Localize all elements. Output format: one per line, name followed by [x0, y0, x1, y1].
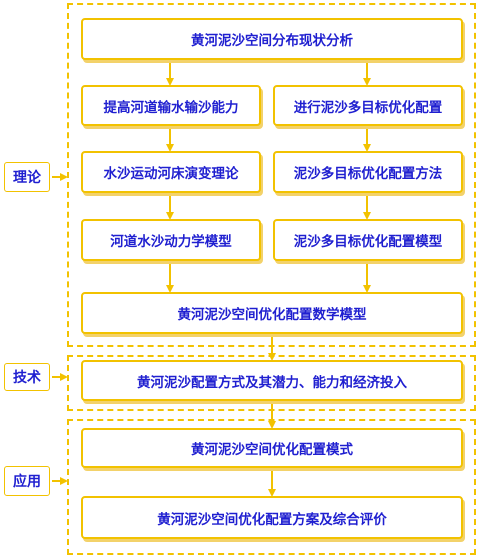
node-multi-objective-allocation: 进行泥沙多目标优化配置	[273, 85, 463, 126]
node-allocation-model: 泥沙多目标优化配置模型	[273, 219, 463, 261]
node-math-model: 黄河泥沙空间优化配置数学模型	[81, 292, 463, 334]
application-label: 应用	[4, 466, 50, 496]
theory-label: 理论	[4, 162, 50, 192]
node-dynamics-model: 河道水沙动力学模型	[81, 219, 261, 261]
node-allocation-methods-investment: 黄河泥沙配置方式及其潜力、能力和经济投入	[81, 360, 463, 401]
technology-label: 技术	[4, 363, 50, 391]
node-allocation-mode: 黄河泥沙空间优化配置模式	[81, 428, 463, 468]
node-sediment-theory: 水沙运动河床演变理论	[81, 151, 261, 193]
node-allocation-method: 泥沙多目标优化配置方法	[273, 151, 463, 193]
node-scheme-evaluation: 黄河泥沙空间优化配置方案及综合评价	[81, 496, 463, 539]
node-status-analysis: 黄河泥沙空间分布现状分析	[81, 18, 463, 60]
node-transport-capacity: 提高河道输水输沙能力	[81, 85, 261, 126]
